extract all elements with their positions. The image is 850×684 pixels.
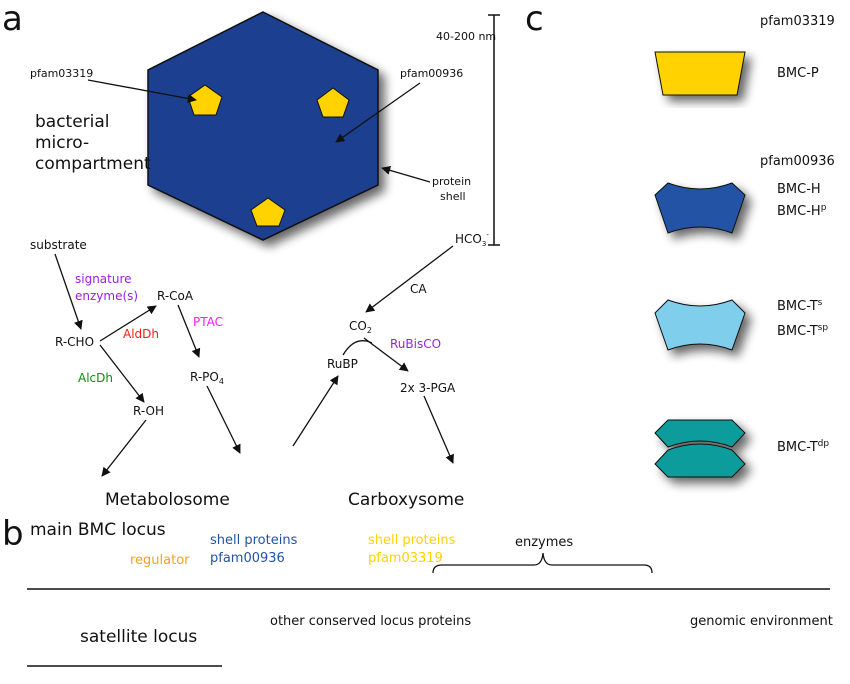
aldh-label: AldDh xyxy=(123,327,159,341)
carboxysome-pathway: HCO3- CA CO2 RuBisCO RuBP 2x 3-PGA Carbo… xyxy=(292,231,489,510)
rcho-label: R-CHO xyxy=(55,335,94,349)
bmc-hp-label: BMC-Hp xyxy=(777,203,827,219)
signature-enzyme-label2: enzyme(s) xyxy=(75,289,138,303)
other-proteins-label: other conserved locus proteins xyxy=(270,614,471,629)
protein-shell-label1: protein xyxy=(432,175,471,188)
genomic-environment-label: genomic environment xyxy=(690,614,833,629)
icosahedron-shell xyxy=(147,11,379,241)
panel-c-letter: c xyxy=(525,0,544,39)
hco3-label: HCO3- xyxy=(455,231,489,248)
satellite-locus-label: satellite locus xyxy=(80,627,197,647)
bmc-tdp-side-bottom xyxy=(654,443,746,478)
rcoa-label: R-CoA xyxy=(157,289,194,303)
roh-label: R-OH xyxy=(133,404,164,418)
bmc-t-shapes xyxy=(654,299,746,351)
substrate-label: substrate xyxy=(30,238,87,252)
co2-label: CO2 xyxy=(349,319,372,335)
pfam00936-label: pfam00936 xyxy=(400,67,463,80)
rubp-label: RuBP xyxy=(327,357,358,371)
pfam03319-label: pfam03319 xyxy=(30,67,93,80)
ca-label: CA xyxy=(410,282,427,296)
signature-enzyme-label1: signature xyxy=(75,272,132,286)
bmc-h-label: BMC-H xyxy=(777,182,821,197)
bmc-ts-label: BMC-Ts xyxy=(777,298,823,314)
bmc-p-side xyxy=(654,51,746,96)
arrow xyxy=(87,79,197,103)
bmc-h-shapes xyxy=(654,182,746,234)
bmc-tdp-shapes xyxy=(654,419,746,478)
bmc-label-line1: bacterial xyxy=(35,112,110,132)
rubisco-label: RuBisCO xyxy=(390,337,441,351)
bmc-h-side xyxy=(654,182,746,234)
metabolosome-pathway: substrate signature enzyme(s) R-CoA R-CH… xyxy=(30,238,241,510)
arrow xyxy=(381,165,431,183)
protein-shell-label2: shell xyxy=(440,190,466,203)
carboxysome-title: Carboxysome xyxy=(348,490,464,510)
metabolosome-title: Metabolosome xyxy=(105,490,230,510)
panel-a-letter: a xyxy=(2,0,23,39)
bmc-label-line3: compartment xyxy=(35,154,151,174)
bmc-t-side xyxy=(654,299,746,351)
ptac-label: PTAC xyxy=(193,315,223,329)
main-locus-label: main BMC locus xyxy=(30,520,166,540)
c-pfam00936-label: pfam00936 xyxy=(760,154,835,169)
scale-bar: 40-200 nm xyxy=(436,14,500,246)
panel-b-letter: b xyxy=(2,514,24,554)
shell-936-label2: pfam00936 xyxy=(210,551,285,566)
shell-3319-label2: pfam03319 xyxy=(368,551,443,566)
bmc-p-label: BMC-P xyxy=(777,66,819,81)
enzymes-brace xyxy=(432,552,653,574)
c-pfam03319-label: pfam03319 xyxy=(760,14,835,29)
shell-936-label1: shell proteins xyxy=(210,533,298,548)
shell-3319-label1: shell proteins xyxy=(368,533,456,548)
alcdh-label: AlcDh xyxy=(78,371,113,385)
bmc-tsp-label: BMC-Tsp xyxy=(777,323,828,339)
scale-bar-label: 40-200 nm xyxy=(436,30,496,43)
pentamer-tile xyxy=(316,87,350,118)
bmc-tdp-side-top xyxy=(654,419,746,448)
enzymes-label: enzymes xyxy=(515,535,573,550)
bmc-p-shapes xyxy=(654,51,746,96)
pga-label: 2x 3-PGA xyxy=(400,381,456,395)
bmc-label-line2: micro- xyxy=(35,133,89,153)
rpo4-label: R-PO4 xyxy=(190,370,224,386)
pentamer-tile xyxy=(250,197,286,227)
regulator-label: regulator xyxy=(130,553,190,568)
bmc-tdp-label: BMC-Tdp xyxy=(777,439,829,455)
arrow xyxy=(335,82,421,143)
